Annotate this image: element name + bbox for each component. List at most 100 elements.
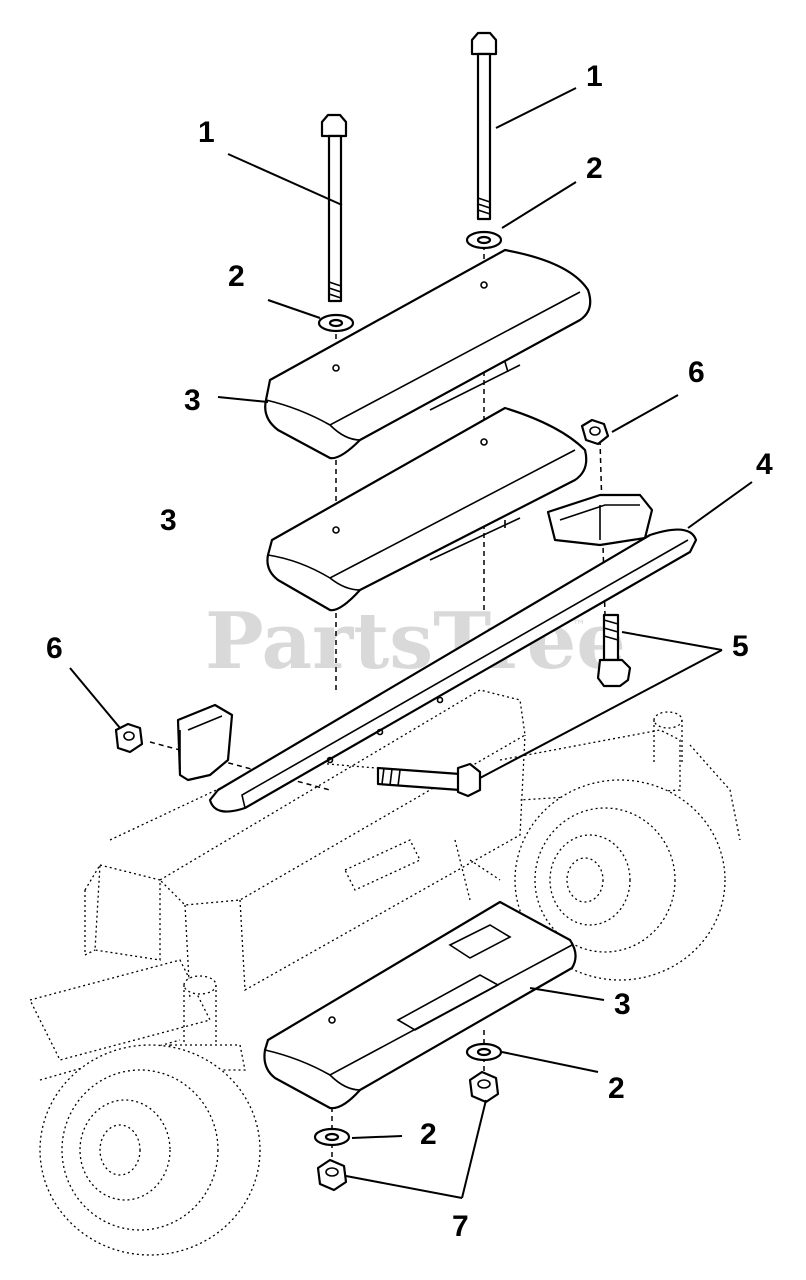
- bracket-bolt-right: [596, 613, 632, 688]
- front-caster-fork: [164, 1044, 246, 1071]
- frame-front-edge: [84, 864, 101, 957]
- callout-labels: 1 1 2 2 3 3 6 4 5 6 3 2 2 7: [46, 60, 773, 1243]
- leader-washer-lower-right: [501, 1051, 599, 1073]
- leader-nut-upper-right: [611, 394, 679, 433]
- nut-left-hex: [114, 722, 144, 754]
- weight-lower-slot: [396, 974, 500, 1031]
- nut-upper-right-hex: [580, 418, 610, 446]
- bolt-left-shank: [327, 134, 343, 303]
- callout-washer-top-right: 2: [586, 152, 603, 185]
- rear-wheel-tire: [514, 779, 726, 981]
- bolt-right-thread: [477, 197, 491, 215]
- callout-bracket: 4: [756, 448, 773, 481]
- weight-middle-body: [266, 406, 588, 612]
- bracket-hole: [436, 696, 444, 704]
- leader-nut-left: [69, 667, 121, 729]
- callout-weight-middle: 3: [160, 504, 177, 537]
- bracket-plate: [208, 528, 698, 813]
- washer-lower-left-hole: [324, 1132, 340, 1142]
- callout-bolt-right: 1: [586, 60, 603, 93]
- weight-upper-body: [264, 248, 592, 460]
- rear-wheel-hub: [566, 857, 604, 903]
- weight-lower-hole: [328, 1016, 336, 1024]
- bracket-hole: [376, 728, 384, 736]
- nut-upper-right-hole: [589, 426, 601, 436]
- leader-washer-lower-left: [351, 1135, 403, 1139]
- nut-left: [114, 722, 144, 754]
- bolt-right: [470, 31, 498, 221]
- bolt-right-shank: [476, 52, 492, 221]
- front-wheel-tire: [39, 1044, 261, 1256]
- bolt-left-head: [320, 113, 348, 138]
- callout-washer-top-left: 2: [228, 260, 245, 293]
- leader-lines: [69, 87, 753, 1199]
- bracket-ear-left-detail: [179, 715, 223, 775]
- leader-bracket: [687, 481, 753, 529]
- weight-middle-hole: [480, 438, 488, 446]
- watermark-trademark: ™: [572, 618, 586, 634]
- callout-washer-lower-left: 2: [420, 1118, 437, 1151]
- bracket-hole: [326, 756, 334, 764]
- weight-upper-hole: [332, 364, 340, 372]
- leader-bolt-5-right: [621, 631, 723, 651]
- nut-lower-right-hex: [468, 1070, 500, 1104]
- weight-upper: [264, 248, 592, 460]
- washer-lower-left: [313, 1127, 351, 1147]
- bolt-left-thread: [328, 281, 342, 299]
- rear-wheel-rim: [549, 834, 631, 926]
- frame-bracket: [454, 839, 501, 901]
- callout-nuts-bottom: 7: [452, 1210, 469, 1243]
- bolt-right-head: [470, 31, 498, 56]
- weight-middle-top-edge: [267, 449, 576, 591]
- callout-washer-lower-right: 2: [608, 1072, 625, 1105]
- rear-axle-arm: [499, 729, 681, 801]
- weight-bracket: [176, 493, 698, 813]
- weight-lower-recess: [448, 924, 512, 959]
- front-wheel: [39, 1044, 261, 1256]
- leader-nut-7-right: [461, 1099, 487, 1199]
- weight-lower-body: [263, 900, 577, 1110]
- nut-left-hole: [123, 731, 135, 741]
- leader-washer-top-right: [501, 181, 577, 229]
- frame-slot: [344, 839, 421, 891]
- weight-middle: [266, 406, 588, 612]
- bracket-bolt-center: [376, 762, 482, 798]
- callout-nut-upper-right: 6: [688, 356, 705, 389]
- bolt-left: [320, 113, 348, 303]
- rear-mount: [689, 744, 741, 841]
- washer-lower-right-hole: [476, 1047, 492, 1057]
- bracket-bolt-right-head: [596, 658, 632, 688]
- leader-bolt-left: [227, 153, 343, 206]
- rear-wheel-sidewall: [534, 807, 676, 953]
- washer-top-left: [317, 313, 355, 333]
- washer-top-left-hole: [328, 318, 344, 328]
- washer-lower-right: [465, 1042, 503, 1062]
- bracket-bolt-center-thread: [381, 767, 401, 787]
- washer-top-right-hole: [476, 235, 492, 245]
- nut-lower-left-hex: [316, 1158, 348, 1192]
- nut-lower-left-hole: [325, 1167, 339, 1177]
- front-wheel-rim: [79, 1099, 171, 1201]
- weight-middle-slot: [429, 517, 521, 561]
- nut-lower-right: [468, 1070, 500, 1104]
- weight-lower-top-edge: [264, 944, 573, 1091]
- front-caster-top: [183, 975, 217, 995]
- callout-weight-upper: 3: [184, 384, 201, 417]
- frame-side: [184, 734, 526, 1001]
- weight-lower: [263, 900, 577, 1110]
- frame-top: [158, 689, 526, 906]
- leader-bolt-5-center: [479, 649, 723, 779]
- front-wheel-sidewall: [61, 1069, 219, 1231]
- nut-upper-right: [580, 418, 610, 446]
- bracket-ear-left: [176, 703, 234, 782]
- leader-washer-top-left: [267, 299, 321, 319]
- weight-upper-top-edge: [265, 291, 581, 441]
- leader-nut-7-left: [345, 1175, 463, 1199]
- callout-nut-left: 6: [46, 632, 63, 665]
- callout-weight-lower: 3: [614, 988, 631, 1021]
- nut-lower-right-hole: [477, 1079, 491, 1089]
- tractor-frame: [29, 689, 741, 1081]
- bracket-bolt-right-thread: [603, 619, 619, 641]
- washer-top-right: [465, 230, 503, 250]
